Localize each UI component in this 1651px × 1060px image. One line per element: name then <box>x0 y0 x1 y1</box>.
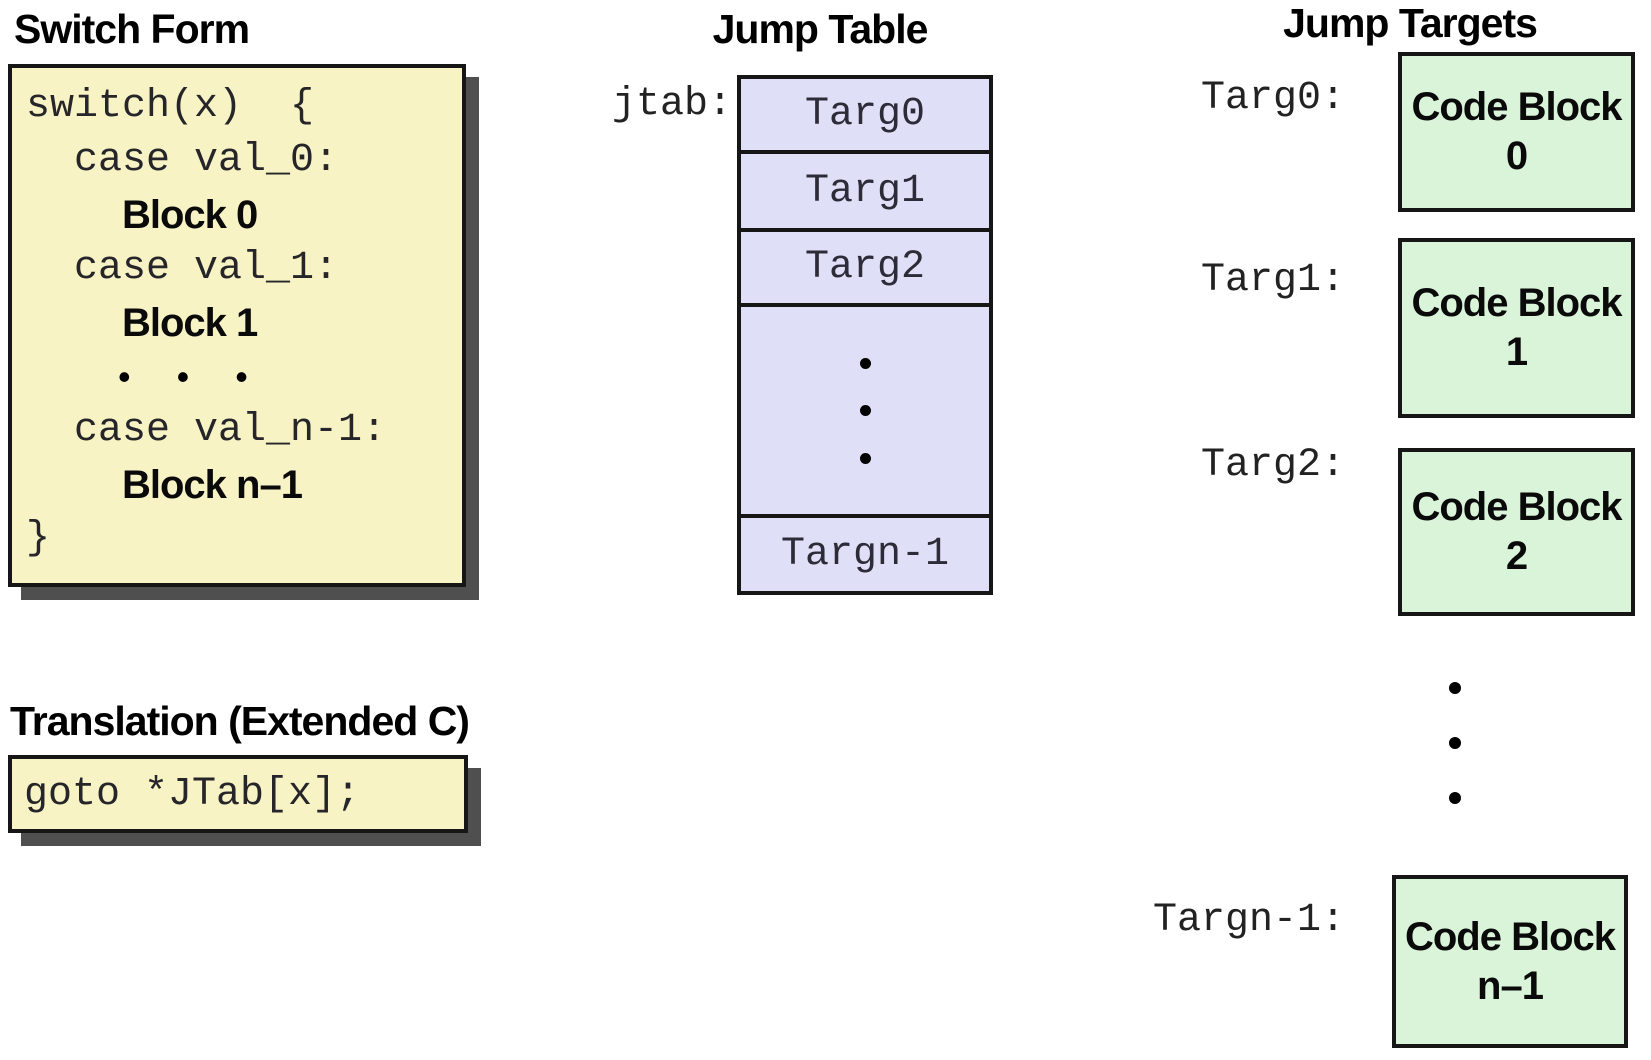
code-block-text: Code Block <box>1411 485 1622 529</box>
translation-title: Translation (Extended C) <box>10 698 470 744</box>
code-line-block-n-1: Block n–1 <box>122 463 303 507</box>
jump-table-cell-targ0: Targ0 <box>804 92 926 137</box>
code-block-2-box: Code Block 2 <box>1398 448 1635 616</box>
code-block-0-box: Code Block 0 <box>1398 52 1635 212</box>
code-block-number: 1 <box>1505 330 1528 374</box>
code-block-1-box: Code Block 1 <box>1398 238 1635 418</box>
jump-table-cell-targ2: Targ2 <box>741 228 989 303</box>
code-line: case val_n-1: <box>26 408 387 453</box>
code-line-block-1: Block 1 <box>122 301 258 345</box>
code-block-number: n–1 <box>1477 963 1544 1008</box>
vertical-ellipsis-dot <box>859 405 871 416</box>
code-block-text: Code Block <box>1411 281 1622 325</box>
target-label-targ2: Targ2: <box>1200 443 1345 488</box>
code-line: } <box>26 516 51 561</box>
vertical-ellipsis-dot <box>1449 682 1461 694</box>
jump-table-cell-targn-1: Targn-1 <box>741 514 989 591</box>
switch-form-code-box: switch(x) { case val_0: Block 0 case val… <box>8 64 466 587</box>
code-block-text: Code Block <box>1404 914 1616 959</box>
vertical-ellipsis-dot <box>859 357 871 369</box>
switch-form-title: Switch Form <box>14 6 250 52</box>
translation-code-box: goto *JTab[x]; <box>8 755 468 833</box>
code-block-n-1-box: Code Block n–1 <box>1392 875 1628 1048</box>
code-line: case val_0: <box>26 138 339 183</box>
jump-table-title: Jump Table <box>712 6 929 52</box>
jump-table-vertical-ellipsis <box>741 303 989 514</box>
switch-code-lines: switch(x) { case val_0: Block 0 case val… <box>12 68 462 566</box>
code-block-number: 0 <box>1505 134 1528 178</box>
jump-table: Targ0 Targ1 Targ2 Targn-1 <box>737 75 993 595</box>
code-line-block-0: Block 0 <box>122 193 258 237</box>
code-block-number: 2 <box>1505 534 1528 578</box>
jump-table-cell-targ1: Targ1 <box>741 150 989 228</box>
code-line: switch(x) { <box>26 84 315 129</box>
target-label-targ1: Targ1: <box>1200 258 1345 303</box>
target-label-targn-1: Targn-1: <box>1152 898 1345 943</box>
horizontal-ellipsis: • • • <box>118 356 266 397</box>
jtab-pointer-label: jtab: <box>611 82 732 127</box>
jump-targets-title: Jump Targets <box>1283 0 1538 46</box>
vertical-ellipsis-dot <box>859 452 871 464</box>
target-label-targ0: Targ0: <box>1200 76 1345 121</box>
vertical-ellipsis-dot <box>1449 737 1461 749</box>
translation-code: goto *JTab[x]; <box>24 771 361 817</box>
vertical-ellipsis-dot <box>1449 792 1461 804</box>
code-block-text: Code Block <box>1411 85 1622 129</box>
code-line: case val_1: <box>26 246 339 291</box>
